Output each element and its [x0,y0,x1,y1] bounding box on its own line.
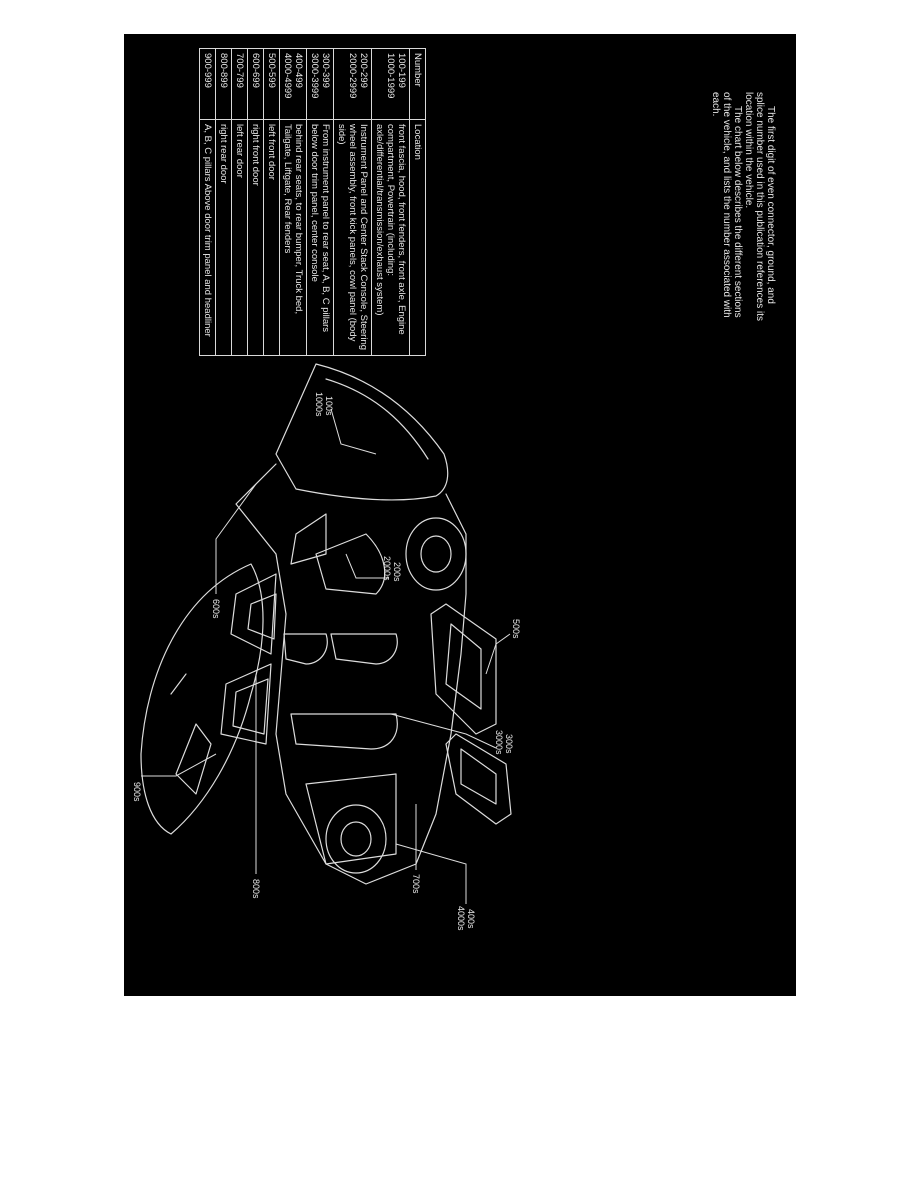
rear-wheel [325,804,387,874]
rear-seat [290,713,398,750]
label-100s: 100s [324,396,334,416]
left-front-door-window [445,623,482,710]
roof-window-rear [175,723,212,795]
label-900s: 900s [132,782,142,802]
leader-500s [485,633,511,675]
leader-200s [345,553,389,579]
body-outline [235,463,467,885]
callout-lines [141,408,511,904]
rear-wheel-hub [340,821,372,857]
roof-handle [170,673,187,695]
label-400s: 400s [466,909,476,929]
roof-panel [140,563,264,835]
label-1000s: 1000s [314,392,324,417]
front-seat-right [283,633,328,665]
leader-300s [390,713,497,749]
front-seat-left [330,633,398,665]
front-wheel-hub [420,535,452,573]
label-200s: 200s [392,562,402,582]
callout-labels: 900s 600s 100s 1000s 200s 2000s 500s 300… [132,392,521,931]
label-4000s: 4000s [456,906,466,931]
label-300s: 300s [504,734,514,754]
label-600s: 600s [211,599,221,619]
dashboard [315,533,386,595]
leader-100s [330,408,377,455]
right-front-door [230,573,277,655]
engine-block [290,513,327,565]
right-rear-door-window [232,678,269,735]
rotated-page-content: The first digit of even connector, groun… [124,34,796,996]
label-2000s: 2000s [382,556,392,581]
cargo-area [305,773,397,865]
label-3000s: 3000s [494,730,504,755]
leader-400s [395,843,467,904]
leader-600s [215,483,257,594]
right-front-door-window [247,593,277,640]
front-wheel [405,517,467,591]
diagram-panel: The first digit of even connector, groun… [124,34,796,996]
hood-inner-line [325,378,429,460]
vehicle-location-diagram: 900s 600s 100s 1000s 200s 2000s 500s 300… [132,363,521,931]
left-rear-door [445,733,512,825]
label-800s: 800s [251,879,261,899]
left-rear-door-window [460,748,497,805]
vehicle-illustration [140,363,512,885]
label-700s: 700s [411,874,421,894]
label-500s: 500s [511,619,521,639]
leader-900s [141,753,217,777]
right-rear-door [220,663,272,745]
hood-shape [275,363,449,501]
left-front-door [430,603,497,735]
